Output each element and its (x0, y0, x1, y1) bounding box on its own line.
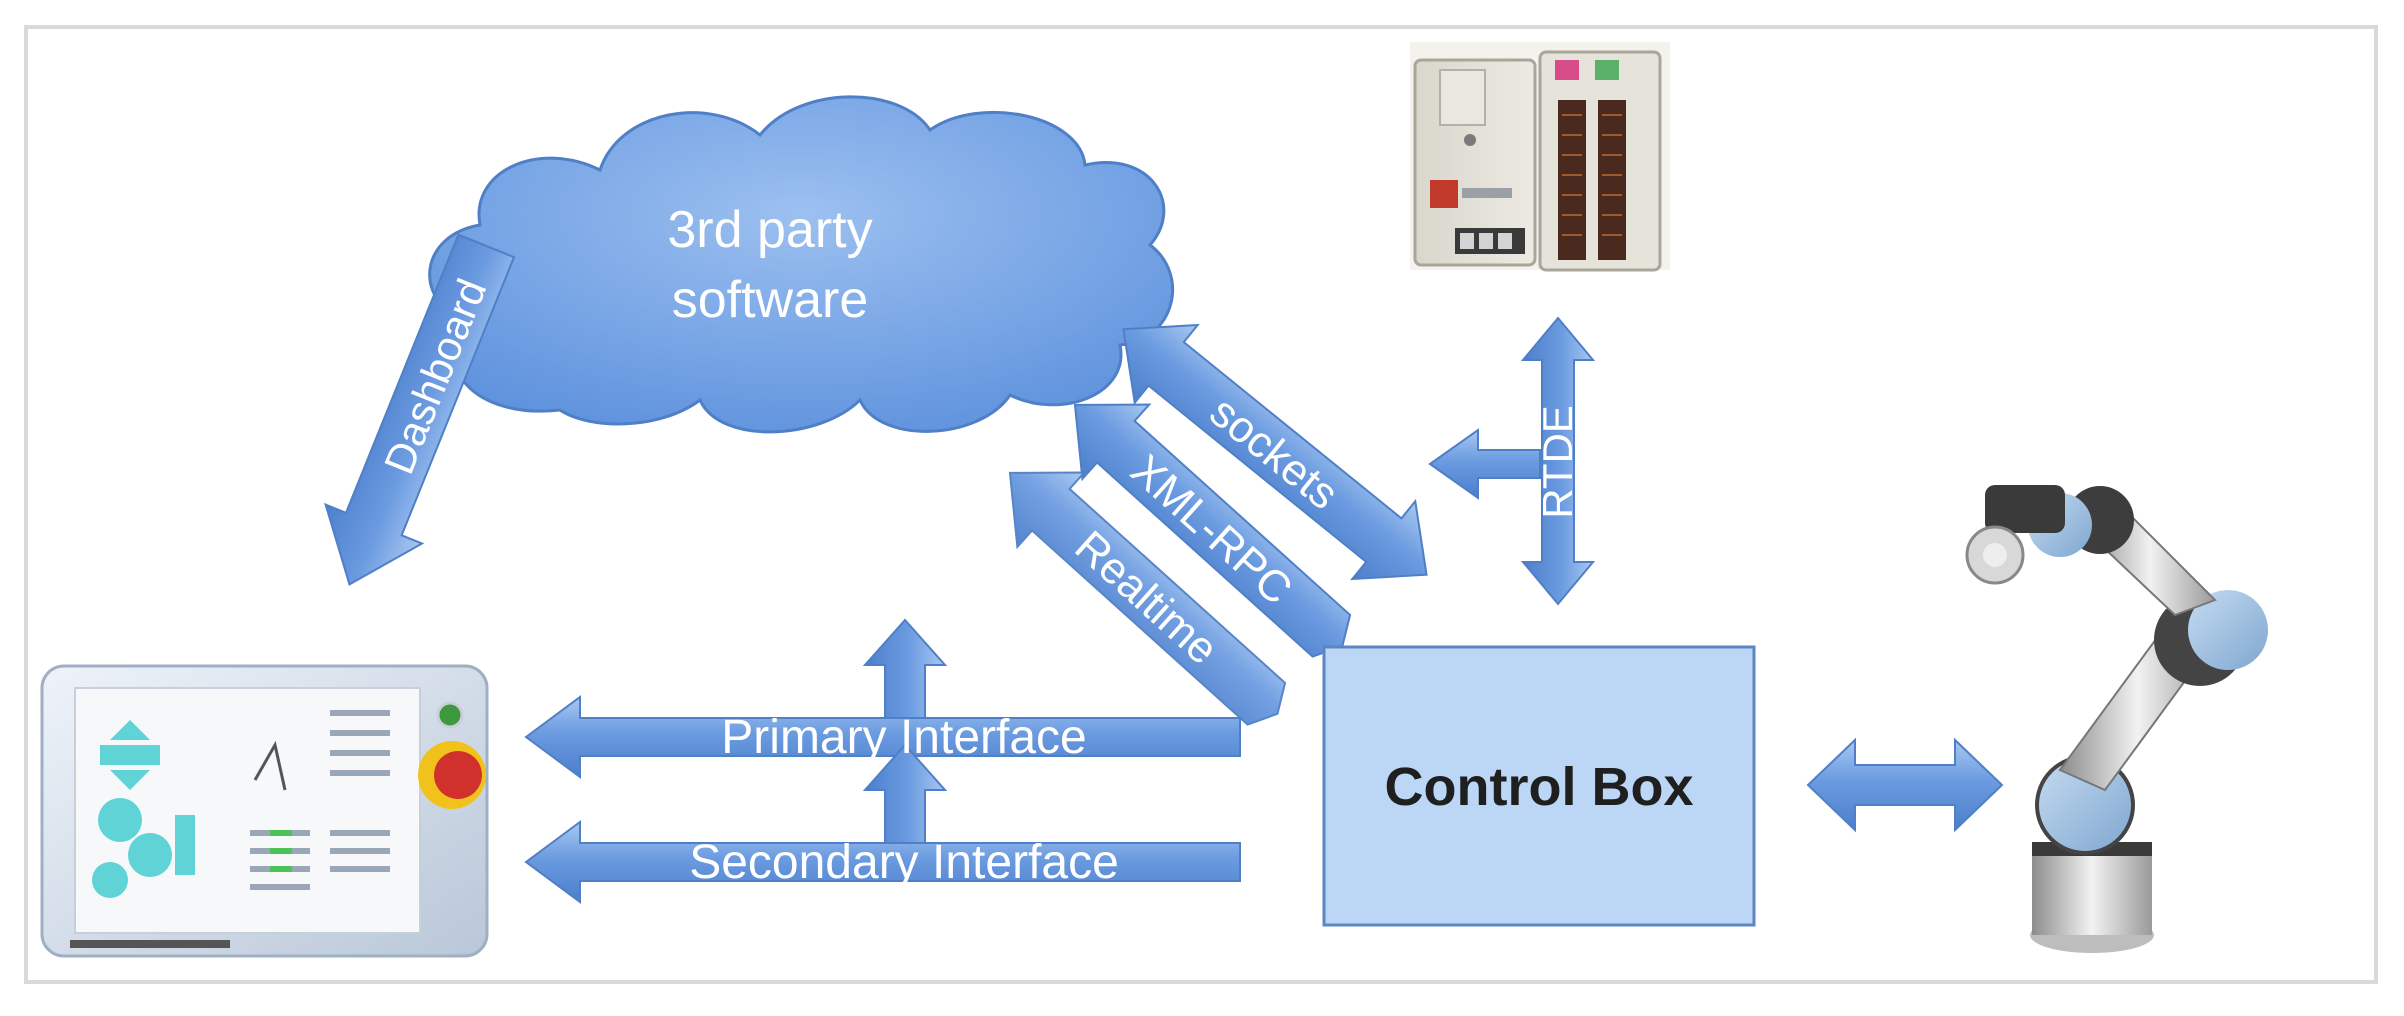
secondary-interface-label: Secondary Interface (689, 836, 1119, 889)
robot-arm-icon (1965, 485, 2268, 953)
cloud-label-line1: 3rd party (667, 201, 872, 259)
plc-controller-icon (1410, 42, 1670, 272)
primary-interface-arrow (524, 695, 1241, 779)
cloud-label-line2: software (672, 271, 869, 329)
rtde-arrow: RTDE (1428, 316, 1596, 606)
rtde-label: RTDE (1534, 405, 1581, 519)
control-box-label: Control Box (1385, 757, 1694, 817)
teach-pendant-icon (40, 664, 489, 958)
robot-link-arrow (1806, 737, 2004, 833)
secondary-interface-arrow (524, 820, 1241, 904)
upward-arrows (862, 618, 948, 844)
primary-interface-label: Primary Interface (721, 711, 1086, 764)
third-party-cloud: 3rd party software (428, 95, 1174, 434)
control-box: Control Box (1322, 645, 1756, 927)
